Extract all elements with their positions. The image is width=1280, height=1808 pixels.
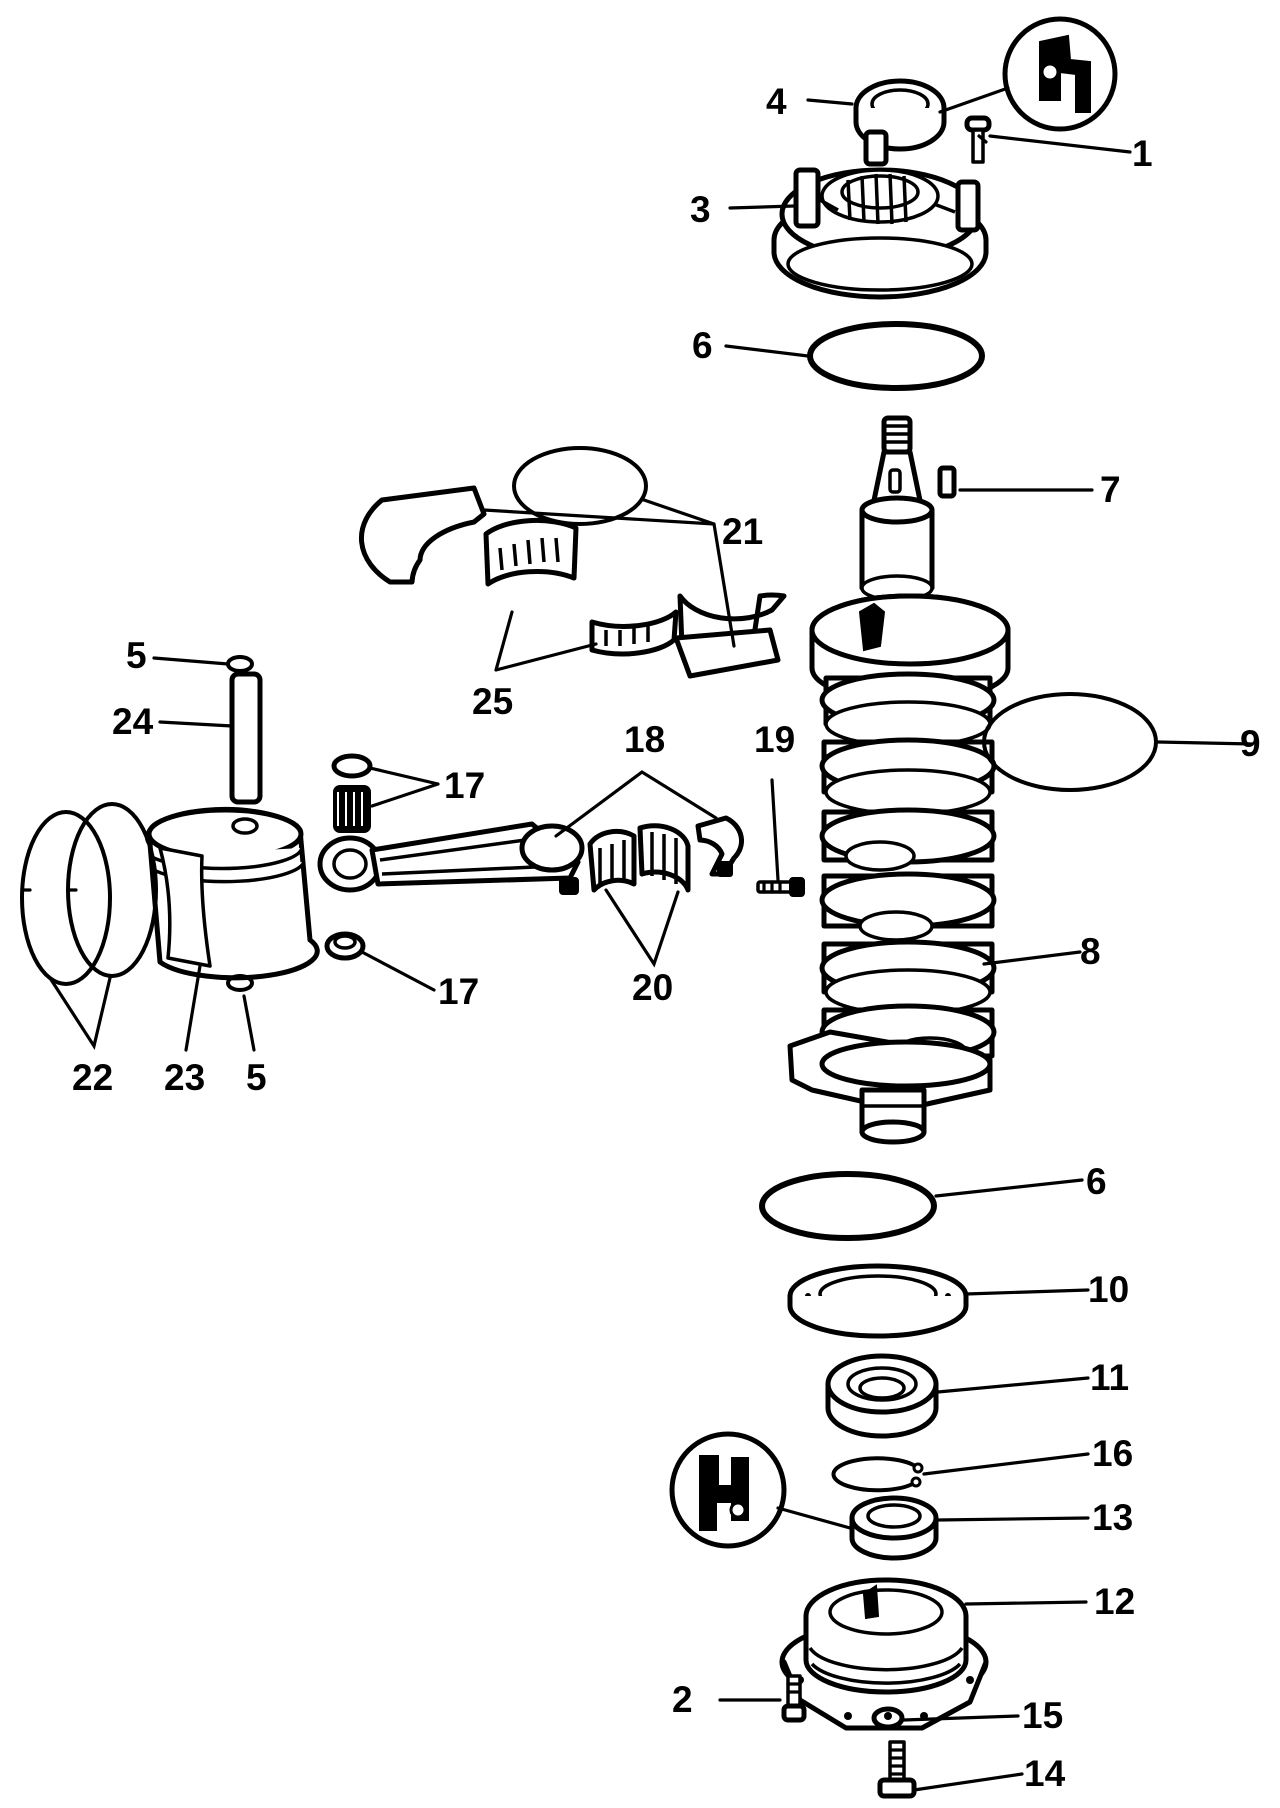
nut-15	[871, 1706, 905, 1730]
piston-pin-lock-ring-5-upper	[226, 655, 254, 673]
callout-25: 25	[472, 681, 513, 722]
needle-bearing-17-upper	[331, 753, 373, 833]
callout-2: 2	[672, 1679, 693, 1720]
retaining-ring-21	[512, 446, 648, 526]
connecting-rod	[317, 821, 585, 895]
callout-6-upper: 6	[692, 325, 713, 366]
callout-4: 4	[766, 81, 787, 122]
callout-24: 24	[112, 701, 154, 742]
sealant-icon-top	[938, 16, 1118, 132]
o-ring-6-upper	[807, 321, 985, 391]
bearing-race-21-upper	[358, 485, 487, 585]
screw-14	[877, 1740, 917, 1799]
lower-bearing-housing-12	[779, 1577, 989, 1731]
leader-lines	[48, 98, 1254, 1792]
o-ring-6-lower	[759, 1171, 937, 1241]
seal-4	[853, 78, 947, 152]
rod-bolt-19	[756, 877, 805, 897]
callout-20: 20	[632, 967, 673, 1008]
callout-17-lower: 17	[438, 971, 479, 1012]
crank-throw-stack	[819, 671, 997, 1068]
piston-23	[144, 806, 320, 981]
callout-17-upper: 17	[444, 765, 485, 806]
piston-rings-22	[20, 802, 158, 986]
callout-18: 18	[624, 719, 665, 760]
upper-bearing-housing-3	[771, 129, 989, 300]
callout-6-lower: 6	[1086, 1161, 1107, 1202]
needle-cage-25-upper	[483, 517, 579, 587]
callout-12: 12	[1094, 1581, 1135, 1622]
crankshaft-8	[787, 415, 1011, 1145]
callout-15: 15	[1022, 1695, 1063, 1736]
ring-9	[982, 692, 1158, 792]
callout-9: 9	[1240, 723, 1261, 764]
callout-1: 1	[1132, 133, 1153, 174]
callout-21: 21	[722, 511, 763, 552]
callout-7: 7	[1100, 469, 1121, 510]
callout-14: 14	[1024, 1753, 1066, 1794]
key-7	[937, 465, 957, 499]
piston-pin-lock-ring-5-lower	[226, 974, 254, 992]
screw-2	[781, 1674, 807, 1723]
piston-pin-24	[229, 671, 263, 805]
callout-23: 23	[164, 1057, 205, 1098]
rod-cap-18	[695, 815, 745, 877]
callout-10: 10	[1088, 1269, 1129, 1310]
callout-3: 3	[690, 189, 711, 230]
callout-13: 13	[1092, 1497, 1133, 1538]
callout-22: 22	[72, 1057, 113, 1098]
needle-bearing-17-lower	[324, 931, 366, 961]
needle-cage-20	[587, 823, 691, 893]
callout-16: 16	[1092, 1433, 1133, 1474]
needle-cage-25-lower	[589, 609, 679, 657]
callout-labels: 1 2 3 4 5 5 6 6 7 8 9 10 11 12 13 14 15 …	[72, 81, 1261, 1794]
screw-1	[964, 115, 992, 164]
callout-19: 19	[754, 719, 795, 760]
snap-ring-16	[831, 1456, 924, 1493]
callout-5-lower: 5	[246, 1057, 267, 1098]
sealant-icon-bottom	[669, 1431, 852, 1549]
bearing-race-21-lower	[673, 592, 787, 679]
callout-8: 8	[1080, 931, 1101, 972]
plate-10	[787, 1263, 969, 1339]
seal-13	[849, 1495, 939, 1561]
callout-11: 11	[1090, 1357, 1129, 1398]
callout-5-upper: 5	[126, 635, 147, 676]
ball-bearing-11	[825, 1353, 939, 1439]
